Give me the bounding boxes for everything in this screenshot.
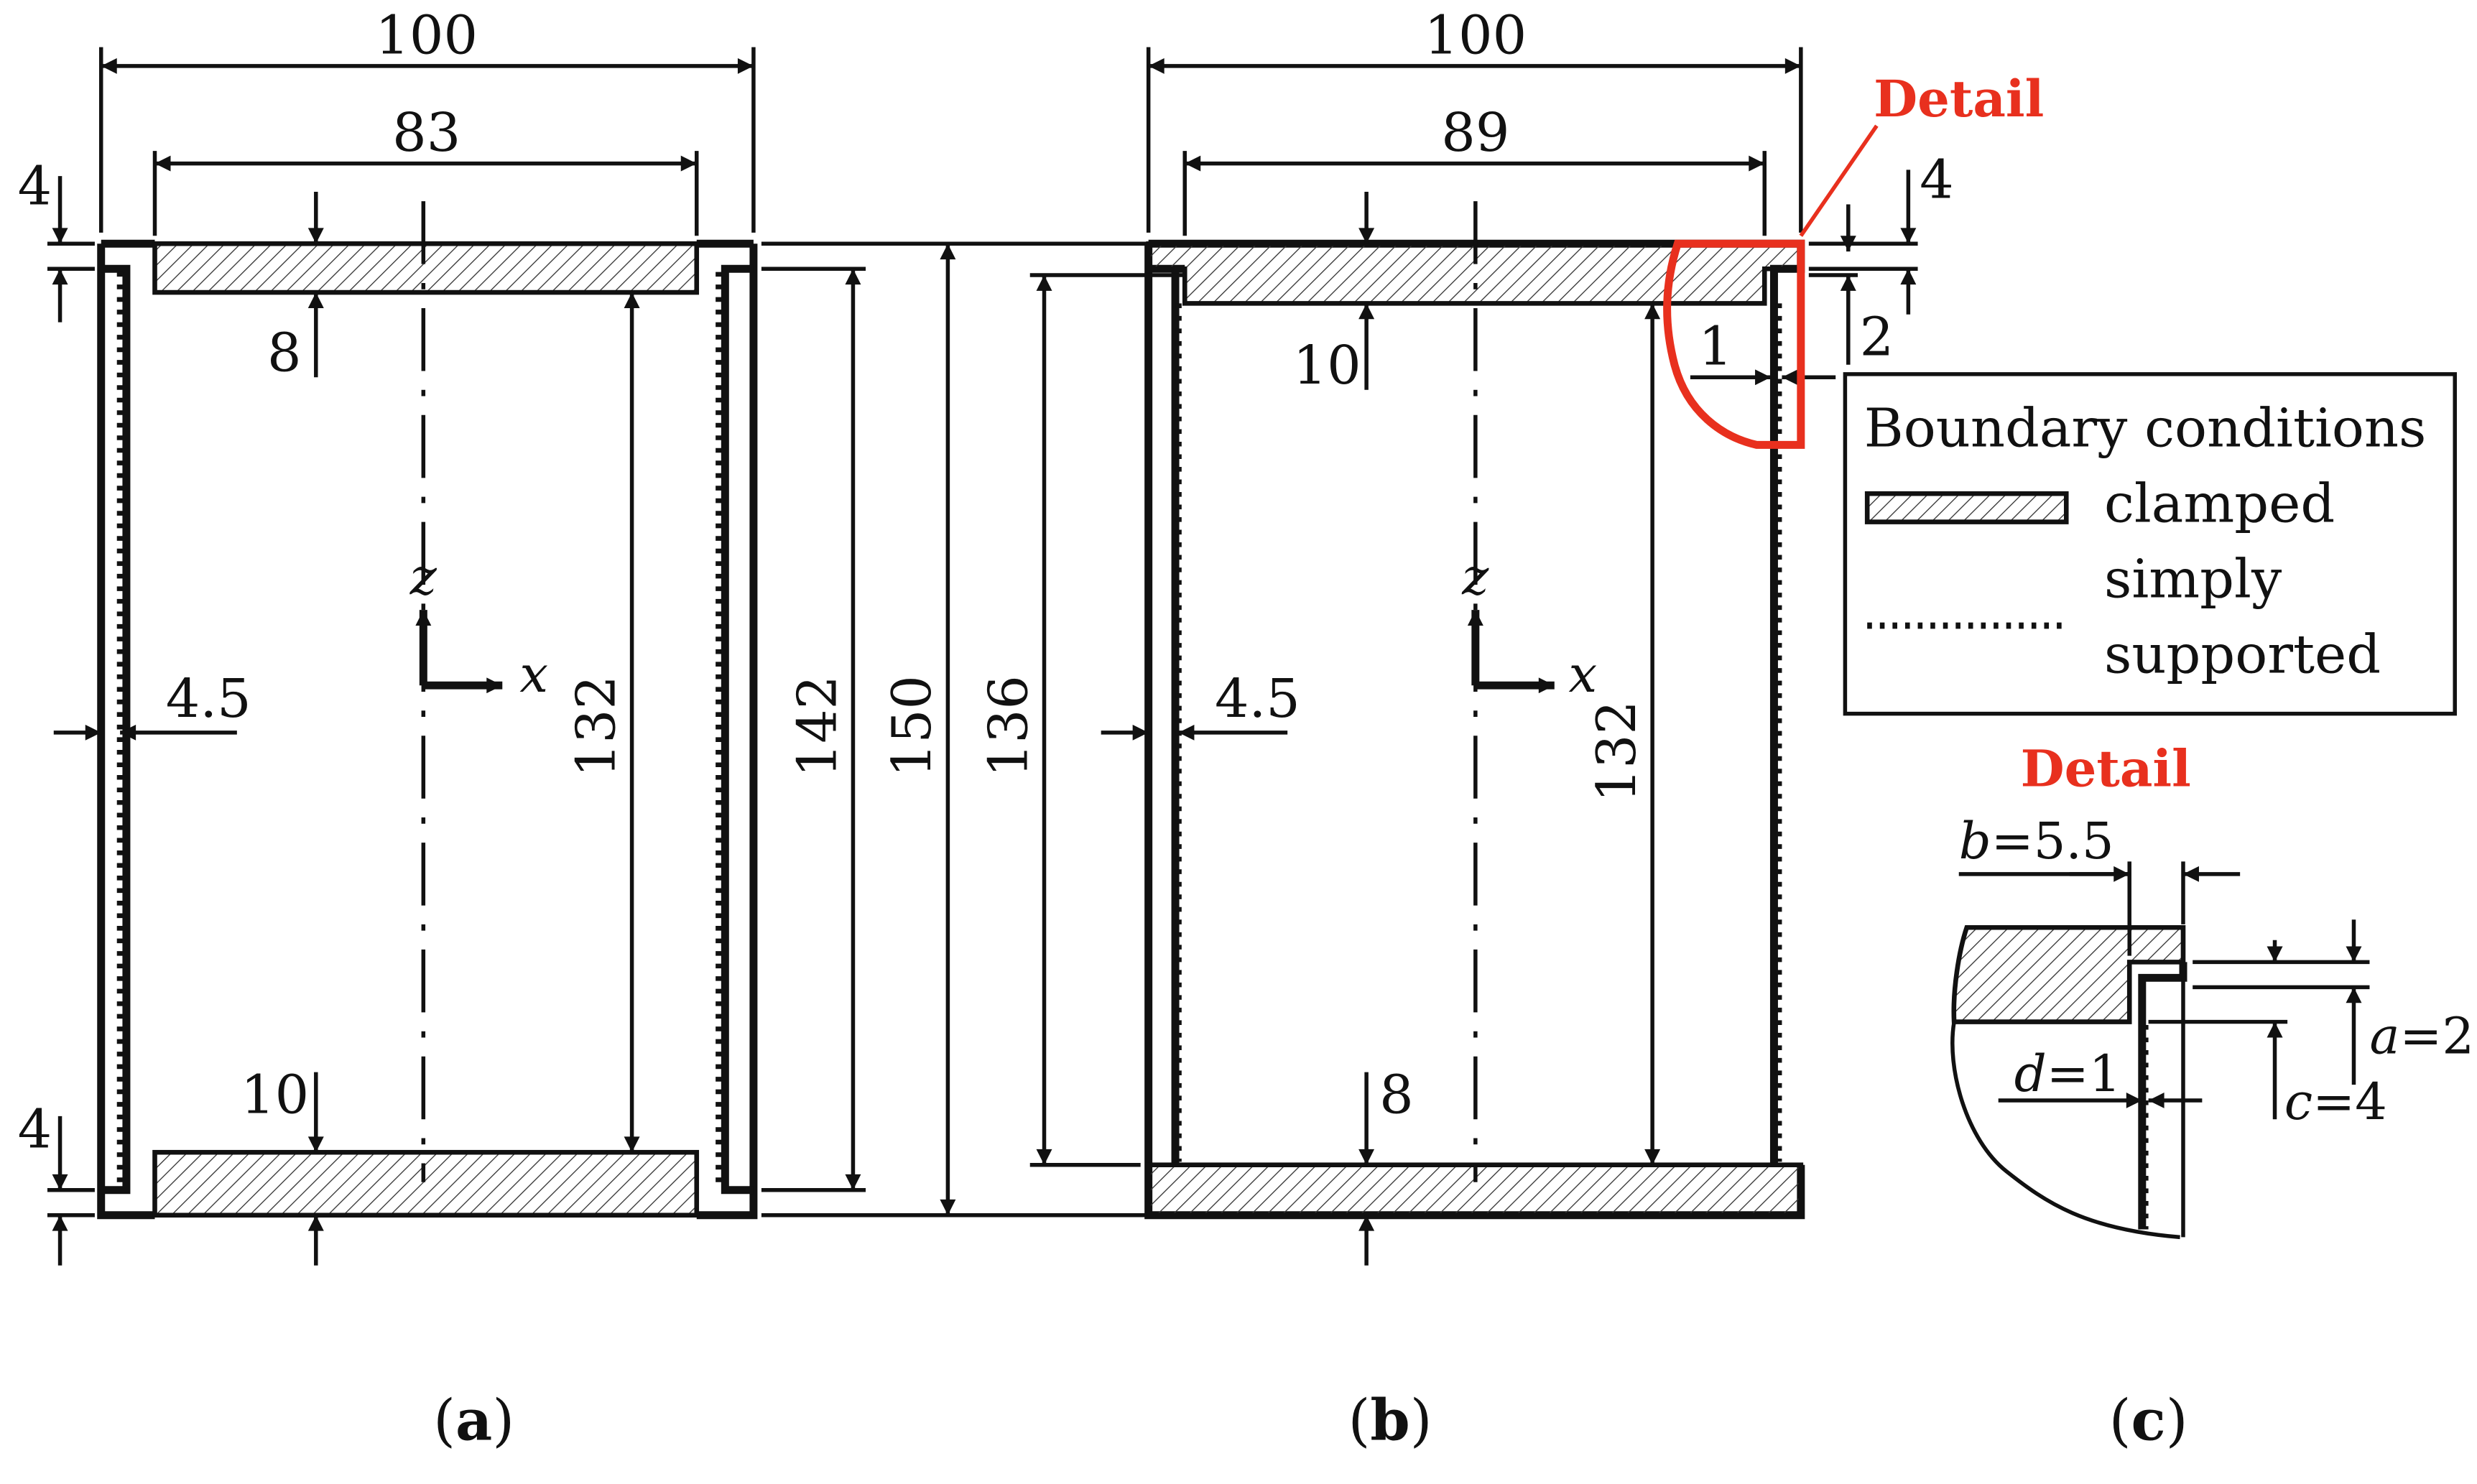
legend-simply-label: simply bbox=[2104, 548, 2282, 611]
panel-b-step-dimension: 2 bbox=[1808, 204, 1894, 368]
panel-c-d-dimension: d=1 bbox=[1998, 1044, 2203, 1108]
panel-b-detail-callout: Detail bbox=[1663, 69, 2044, 449]
panel-c-title: Detail bbox=[2021, 738, 2191, 798]
panel-b-step-offset-label: 1 bbox=[1698, 315, 1733, 378]
panel-b-width-label: 100 bbox=[1424, 4, 1527, 67]
legend-clamped-swatch bbox=[1864, 491, 2069, 524]
panel-c-b-label: b=5.5 bbox=[1959, 812, 2114, 871]
panel-b-top-gap-label: 4 bbox=[1920, 149, 1954, 211]
panel-c-c-dimension: c=4 bbox=[2148, 940, 2387, 1131]
panel-b-step-offset-dimension: 1 bbox=[1690, 315, 1836, 386]
panel-a-bottom-clamp bbox=[152, 1149, 700, 1218]
legend-supported-label: supported bbox=[2104, 623, 2381, 686]
panel-b-clamp-length-label: 89 bbox=[1441, 101, 1509, 164]
panel-b-axes: z x bbox=[1461, 547, 1597, 703]
panel-a-top-gap-dimension: 4 bbox=[18, 155, 95, 323]
panel-b-x-axis-label: x bbox=[1569, 645, 1598, 704]
panel-a-inner-height-label: 132 bbox=[565, 675, 627, 777]
panel-a-clamp-length-label: 83 bbox=[392, 101, 460, 164]
legend-box bbox=[1843, 372, 2457, 716]
panel-a-total-height-dimension: 150 bbox=[761, 241, 1801, 1218]
panel-b-top-gap-dimension: 4 bbox=[1808, 149, 1954, 315]
panel-c-c-label: c=4 bbox=[2284, 1072, 2387, 1131]
panel-a-top-gap-label: 4 bbox=[18, 155, 52, 218]
panel-b-clamp-length-dimension: 89 bbox=[1182, 101, 1767, 236]
panel-c: Detail b=5.5 a=2 bbox=[1950, 738, 2474, 1454]
panel-a-wall-offset-label: 4.5 bbox=[166, 667, 251, 730]
panel-b: 100 89 4 2 1 bbox=[977, 4, 2044, 1454]
panel-b-inner-height-label: 132 bbox=[1585, 700, 1648, 802]
panel-c-clamp bbox=[1951, 924, 2186, 1024]
panel-a-top-clamp-thickness-label: 8 bbox=[267, 322, 302, 384]
panel-a-width-dimension: 100 bbox=[98, 4, 756, 233]
panel-b-z-axis-label: z bbox=[1461, 547, 1489, 606]
panel-b-bottom-clamp-thickness-dimension: 8 bbox=[1358, 1064, 1414, 1266]
panel-c-a-dimension: a=2 bbox=[2193, 919, 2474, 1085]
panel-a-wall-offset-dimension: 4.5 bbox=[53, 667, 251, 741]
panel-a-x-axis-label: x bbox=[519, 645, 548, 704]
panel-a-top-clamp-thickness-dimension: 8 bbox=[267, 192, 324, 384]
panel-a-bottom-gap-dimension: 4 bbox=[18, 1098, 95, 1266]
panel-a-width-label: 100 bbox=[375, 4, 478, 67]
panel-a-z-axis-label: z bbox=[409, 547, 437, 606]
panel-a-bottom-clamp-thickness-dimension: 10 bbox=[241, 1064, 324, 1266]
panel-a-clamp-length-dimension: 83 bbox=[152, 101, 699, 236]
legend-clamped-label: clamped bbox=[2104, 473, 2335, 535]
panel-b-step-label: 2 bbox=[1860, 306, 1894, 368]
panel-a-axes: z x bbox=[409, 547, 548, 703]
panel-b-wall-offset-label: 4.5 bbox=[1215, 667, 1300, 730]
panel-c-d-label: d=1 bbox=[2014, 1044, 2121, 1103]
panel-b-width-dimension: 100 bbox=[1146, 4, 1803, 233]
panel-a-bottom-gap-label: 4 bbox=[18, 1098, 52, 1161]
panel-c-a-label: a=2 bbox=[2369, 1006, 2474, 1065]
panel-a-side-height-label: 142 bbox=[786, 675, 848, 777]
panel-a-total-height-label: 150 bbox=[881, 675, 943, 777]
panel-c-caption: (c) bbox=[2109, 1387, 2188, 1454]
panel-b-inner-height-dimension: 132 bbox=[1585, 303, 1661, 1165]
panel-a-bottom-clamp-thickness-label: 10 bbox=[241, 1064, 309, 1126]
panel-b-top-clamp-thickness-label: 10 bbox=[1293, 334, 1361, 396]
panel-b-side-height-label: 136 bbox=[977, 675, 1040, 777]
panel-b-side-height-dimension: 136 bbox=[977, 273, 1185, 1167]
panel-c-b-dimension: b=5.5 bbox=[1959, 812, 2241, 956]
panel-a-side-height-dimension: 142 bbox=[761, 266, 866, 1192]
panel-a-caption: (a) bbox=[433, 1387, 514, 1454]
panel-a-top-clamp bbox=[152, 241, 700, 295]
legend-title: Boundary conditions bbox=[1864, 397, 2427, 460]
panel-b-caption: (b) bbox=[1348, 1387, 1432, 1454]
panel-b-detail-label: Detail bbox=[1874, 69, 2044, 129]
panel-b-bottom-clamp-thickness-label: 8 bbox=[1379, 1064, 1414, 1126]
panel-b-wall-offset-dimension: 4.5 bbox=[1101, 667, 1300, 741]
panel-a-inner-height-dimension: 132 bbox=[565, 292, 640, 1153]
legend: Boundary conditions clamped simply suppo… bbox=[1843, 372, 2457, 716]
panel-b-top-clamp-thickness-dimension: 10 bbox=[1293, 192, 1375, 396]
panel-a: 100 83 4 4 8 bbox=[18, 4, 1801, 1454]
